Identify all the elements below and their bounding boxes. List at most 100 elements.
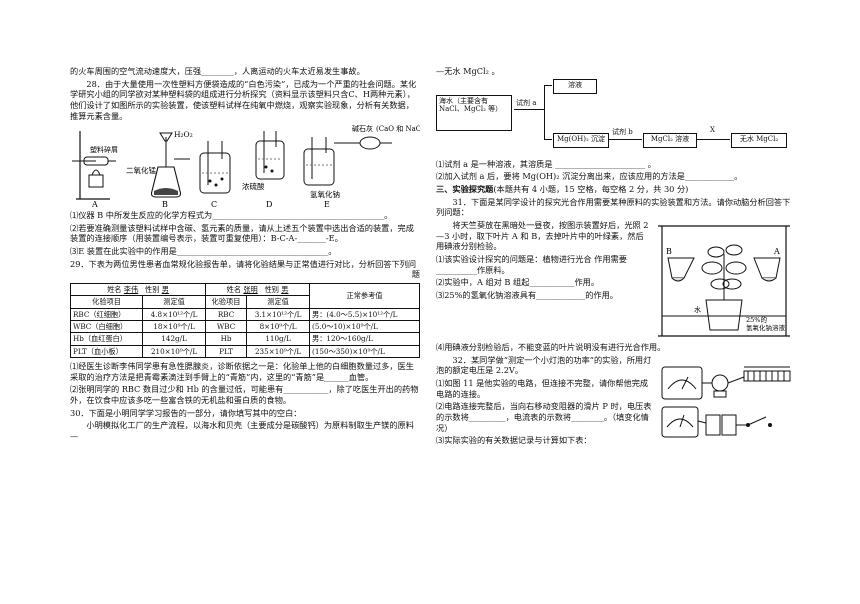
circuit-figure	[661, 366, 791, 438]
q29-text: 29．下表为两位男性患者血常规化验报告单，请将化验结果与正常值进行对比，分析回答…	[70, 258, 417, 269]
patient1-header: 姓名 李伟 性别 男	[69, 282, 207, 297]
sample-label: 塑料碎屑	[90, 145, 118, 154]
col-value-1: 测定值	[142, 295, 207, 309]
mno2-label: 二氧化锰	[126, 165, 156, 175]
name-1: 李伟	[123, 284, 139, 294]
table-row: PLT（血小板） 210×10⁹个/L PLT 235×10⁹个/L (150～…	[69, 344, 420, 359]
seawater-box: 海水（主要含有 NaCl、MgCl₂ 等）	[436, 94, 512, 131]
q30-text2: 小明模拟化工厂的生产流程，以海水和贝壳（主要成分是碳酸钙）为原料制取生产镁的原料…	[70, 420, 414, 441]
row-v2: 3.1×10¹²个/L	[246, 307, 311, 321]
row-v1: 142g/L	[142, 332, 207, 346]
flow-line	[544, 138, 552, 140]
right-column: —无水 MgCl₂ 。 海水（主要含有 NaCl、MgCl₂ 等） 试剂 a 溶…	[436, 66, 796, 448]
flow-chart: 海水（主要含有 NaCl、MgCl₂ 等） 试剂 a 溶液 Mg(OH)₂ 沉淀…	[436, 78, 796, 155]
flow-line	[544, 84, 552, 86]
table-row: Hb（血红蛋白） 142g/L Hb 110g/L 男：120～160g/L	[69, 332, 420, 346]
row-v1: 4.8×10¹²个/L	[142, 307, 207, 321]
q30-cont: —无水 MgCl₂ 。	[436, 66, 500, 76]
q32-text: 32．某同学做“测定一个小灯泡的功率”的实验，所用灯泡的额定电压是 2.2V。	[436, 354, 652, 376]
flow-line	[544, 84, 545, 139]
q31-3: ⑶25%的氢氧化钠溶液具有____________的作用。	[436, 289, 618, 300]
row-item2: WBC	[205, 319, 248, 334]
normal-header: 正常参考值	[309, 282, 420, 309]
conc-acid-label: 浓硫酸	[242, 181, 265, 191]
row-v2: 8×10⁹个/L	[246, 319, 311, 334]
left-column: 的火车周围的空气流动速度大，压强________，人离运动的火车太近易发生事故。…	[69, 66, 431, 444]
q28-3: ⑶E 装置在此实验中的作用是__________________________…	[70, 245, 337, 256]
plant-label-b: B	[666, 247, 672, 256]
sex-2: 男	[281, 284, 289, 294]
section-3-title: 三、实验探究题	[436, 183, 494, 194]
q31-4: ⑷用碘液分别检验后，不能变蓝的叶片说明没有进行光合作用。	[436, 341, 666, 352]
table-row: WBC（白细胞） 18×10⁹个/L WBC 8×10⁹个/L (5.0～10)…	[69, 319, 420, 334]
apparatus-figure: 塑料碎屑 A H₂O₂ 二氧化锰 B C	[72, 124, 431, 209]
name-label-2: 姓名	[226, 284, 242, 294]
q32-3: ⑶实际实验的有关数据记录与计算如下表：	[436, 435, 592, 446]
h2o2-label: H₂O₂	[174, 130, 193, 139]
q31-1: ⑴该实验设计探究的问题是：植物进行光合 作用需要__________作原料。	[436, 253, 627, 275]
flow-line	[696, 138, 730, 140]
row-normal: (5.0～10)×10⁹个/L	[309, 319, 420, 334]
apparatus-e: 碱石灰 (CaO 和 NaOH) E	[324, 124, 431, 209]
row-item1: PLT（血小板）	[69, 344, 144, 359]
flow-line	[608, 138, 642, 140]
row-item2: PLT	[205, 344, 248, 359]
sex-1: 男	[161, 284, 169, 294]
mgoh2-box: Mg(OH)₂ 沉淀	[553, 132, 609, 148]
apparatus-d: 浓硫酸 D	[242, 131, 285, 209]
sex-label-1: 性别	[145, 284, 160, 294]
solution-box: 溶液	[553, 78, 597, 94]
name-2: 张明	[243, 284, 258, 294]
plant-label-a: A	[773, 247, 780, 256]
q28-text: 28．由于大量使用一次性塑料方便袋造成的“白色污染”，已成为一个严重的社会问题。…	[70, 78, 417, 121]
q28-1: ⑴仪器 B 中所发生反应的化学方程式为_____________________…	[70, 209, 393, 220]
section-3-heading: 三、实验探究题(本题共有 4 小题，15 空格，每空格 2 分，共 30 分)	[436, 184, 796, 195]
label-c: C	[211, 200, 217, 207]
reagent-b-label: 试剂 b	[612, 127, 633, 136]
q29-1: ⑴经医生诊断李伟同学患有急性腮腺炎，诊断依据之一是：化验单上他的白细胞数量过多，…	[70, 361, 414, 382]
lime-note: (CaO 和 NaOH)	[376, 124, 420, 133]
row-item2: Hb	[205, 332, 248, 346]
lime-label: 碱石灰	[352, 124, 373, 133]
q31-p1: 将天竺葵放在黑暗处一昼夜，按图示装置好后，光照 2—3 小时，取下叶片 A 和 …	[436, 219, 649, 252]
row-normal: 男：120～160g/L	[309, 332, 420, 346]
label-e: E	[324, 200, 330, 207]
row-normal: 男：(4.0～5.5)×10¹²个/L	[309, 307, 420, 321]
q31-text: 31．下面是某同学设计的探究光合作用需要某种原料的实验装置和方法。请你动脑分析回…	[436, 196, 791, 218]
label-a: A	[91, 200, 98, 207]
apparatus-b: H₂O₂ 二氧化锰 B	[126, 130, 193, 209]
row-item1: WBC（白细胞）	[69, 319, 144, 334]
apparatus-a: 塑料碎屑 A	[72, 131, 118, 209]
apparatus-c: C	[199, 141, 231, 209]
col-item-2: 化验项目	[205, 295, 248, 309]
q29-2: ⑵张明同学的 RBC 数目过少和 Hb 的含量过低，可能患有__________…	[70, 384, 419, 405]
label-d: D	[266, 200, 272, 207]
water-label: 水	[694, 305, 701, 314]
row-item1: RBC（红细胞）	[69, 307, 144, 321]
anhydrous-box: 无水 MgCl₂	[731, 132, 787, 148]
naoh-fig-label-1: 25%的	[746, 315, 767, 324]
row-v1: 18×10⁹个/L	[142, 319, 207, 334]
q30-2: ⑵加入试剂 a 后，要将 Mg(OH)₂ 沉淀分离出来，应该应用的方法是____…	[436, 171, 743, 182]
row-v2: 235×10⁹个/L	[246, 344, 311, 359]
naoh-label: 氢氧化钠	[310, 189, 340, 199]
flow-line	[514, 108, 544, 110]
row-normal: (150～350)×10⁹个/L	[309, 344, 420, 359]
q28-2: ⑵若要准确测量该塑料试样中含碳、氢元素的质量，请从上述五个装置中选出合适的装置，…	[70, 222, 414, 244]
row-v1: 210×10⁹个/L	[142, 344, 207, 359]
row-item1: Hb（血红蛋白）	[69, 332, 144, 346]
q27-tail: 的火车周围的空气流动速度大，压强________，人离运动的火车太近易发生事故。	[70, 66, 365, 76]
row-item2: RBC	[205, 307, 248, 321]
col-value-2: 测定值	[246, 295, 311, 309]
q32-1: ⑴如图 11 是他实验的电路，但连接不完整，请你帮他完成电路的连接。	[436, 377, 649, 399]
blood-test-table: 姓名 李伟 性别 男 姓名 张明 性别 男 正常参考值 化验项目 测定值 化验项…	[69, 282, 420, 359]
q30-1: ⑴试剂 a 是一种溶液，其溶质是 ______________________ …	[436, 158, 656, 169]
q29-text2: 题	[411, 269, 420, 280]
label-b: B	[162, 200, 168, 207]
x-label: X	[710, 125, 715, 134]
q32-2: ⑵电路连接完整后，当向右移动变阻器的滑片 P 时，电压表的示数将________…	[436, 401, 652, 433]
q30-text: 30．下面是小明同学学习报告的一部分，请你填写其中的空白：	[70, 407, 302, 418]
q31-2: ⑵实验中，A 组对 B 组起___________作用。	[436, 277, 600, 288]
patient2-header: 姓名 张明 性别 男	[205, 282, 311, 297]
